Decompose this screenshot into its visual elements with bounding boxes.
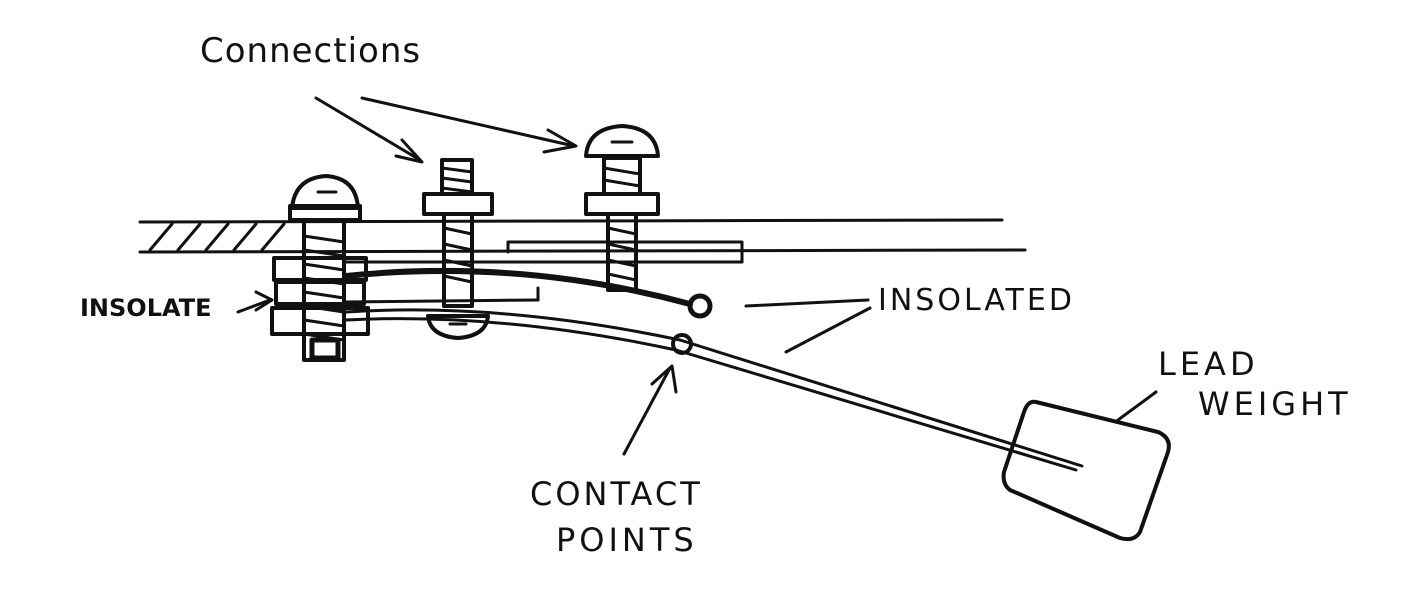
points-label: POINTS bbox=[556, 521, 698, 559]
connection-bolt-middle bbox=[422, 158, 494, 340]
board-hatching bbox=[148, 222, 286, 252]
contact-label: CONTACT bbox=[530, 475, 703, 513]
connections-label: Connections bbox=[200, 31, 422, 71]
left-bolt bbox=[270, 174, 370, 362]
insolate-arrow bbox=[236, 298, 272, 314]
contact-points-arrow bbox=[622, 366, 672, 456]
insolated-label: INSOLATED bbox=[878, 283, 1075, 318]
mounting-board bbox=[138, 218, 1027, 254]
connections-arrow-left bbox=[314, 96, 422, 162]
lead-weight-block bbox=[1001, 399, 1171, 542]
weight-label: WEIGHT bbox=[1198, 385, 1352, 423]
connections-arrow-right bbox=[360, 96, 576, 148]
lead-weight-pointer bbox=[1116, 390, 1158, 422]
upper-contact-arm bbox=[343, 267, 713, 319]
insulating-plates bbox=[342, 240, 744, 304]
lead-label: LEAD bbox=[1158, 345, 1259, 383]
insolated-pointer-lower bbox=[784, 306, 872, 354]
annotation-arrows bbox=[236, 96, 1158, 456]
pendulum-arm bbox=[344, 308, 1084, 472]
insolated-pointer-upper bbox=[744, 298, 870, 308]
insolate-label: INSOLATE bbox=[80, 294, 212, 322]
connection-bolt-right bbox=[584, 124, 660, 292]
